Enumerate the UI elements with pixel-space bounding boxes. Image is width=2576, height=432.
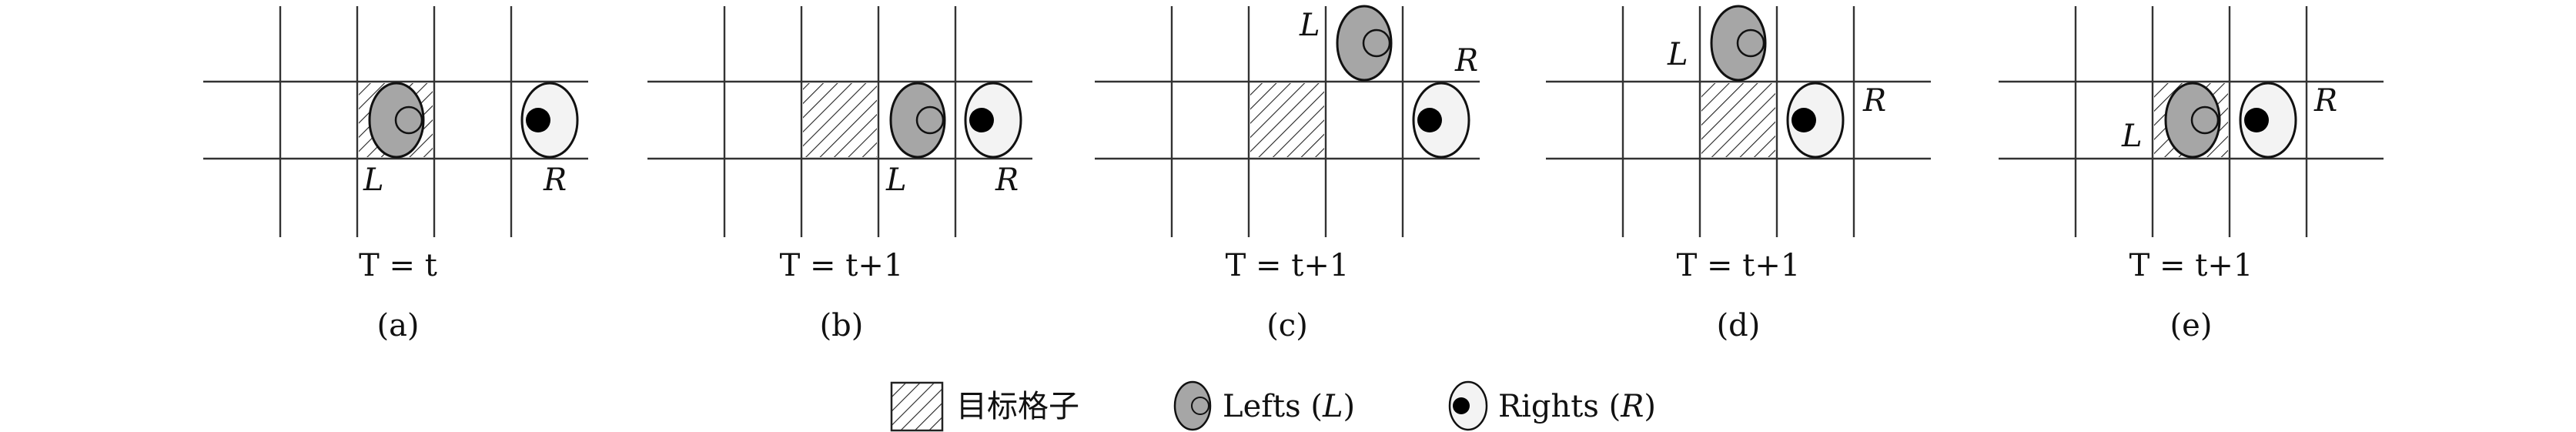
left-particle bbox=[368, 82, 425, 159]
left-label: L bbox=[363, 162, 384, 198]
right-label: R bbox=[995, 162, 1019, 198]
right-label: R bbox=[1862, 83, 1886, 119]
panel-a: L R T = t (a) bbox=[203, 6, 588, 343]
right-label: R bbox=[1454, 43, 1478, 79]
legend-rights-suffix: ) bbox=[1644, 389, 1656, 424]
hatched-square-icon bbox=[890, 381, 944, 432]
panel-d: L R T = t+1 (d) bbox=[1546, 5, 1931, 343]
grid bbox=[1546, 6, 1931, 237]
panel-caption: (e) bbox=[2170, 308, 2213, 343]
time-label: T = t bbox=[359, 248, 437, 283]
legend-lefts-label: Lefts (L) bbox=[1223, 389, 1355, 424]
right-label: R bbox=[543, 162, 567, 198]
target-cell bbox=[803, 83, 877, 157]
left-label: L bbox=[885, 162, 907, 198]
grid bbox=[647, 6, 1032, 237]
legend-rights-label: Rights (R) bbox=[1498, 389, 1656, 424]
legend-target-label: 目标格子 bbox=[956, 389, 1079, 424]
panel-caption: (b) bbox=[820, 308, 864, 343]
legend-rights-symbol: R bbox=[1620, 389, 1644, 424]
panel-caption: (d) bbox=[1717, 308, 1761, 343]
right-particle bbox=[964, 82, 1022, 159]
left-particle bbox=[2164, 82, 2221, 159]
legend-rights-prefix: Rights ( bbox=[1498, 389, 1621, 424]
panel-caption: (a) bbox=[376, 308, 419, 343]
left-particle bbox=[1336, 5, 1393, 82]
right-particle bbox=[2239, 82, 2297, 159]
right-particle bbox=[1412, 82, 1470, 159]
time-label: T = t+1 bbox=[2129, 248, 2253, 283]
right-label: R bbox=[2313, 83, 2337, 119]
legend-rights: Rights (R) bbox=[1448, 380, 1656, 431]
left-particle bbox=[1710, 5, 1767, 82]
panel-caption: (c) bbox=[1266, 308, 1308, 343]
time-label: T = t+1 bbox=[1226, 248, 1350, 283]
panel-b: L R T = t+1 (b) bbox=[647, 6, 1032, 343]
right-particle bbox=[520, 82, 579, 159]
legend-lefts: Lefts (L) bbox=[1173, 380, 1355, 431]
time-label: T = t+1 bbox=[780, 248, 904, 283]
legend-lefts-symbol: L bbox=[1322, 389, 1343, 424]
left-label: L bbox=[1667, 37, 1688, 72]
right-particle bbox=[1786, 82, 1845, 159]
grid bbox=[1095, 6, 1480, 237]
left-particle-icon bbox=[1173, 380, 1212, 431]
legend-lefts-prefix: Lefts ( bbox=[1223, 389, 1323, 424]
panel-e: L R T = t+1 (e) bbox=[1999, 6, 2384, 343]
time-label: T = t+1 bbox=[1677, 248, 1801, 283]
left-label: L bbox=[2121, 119, 2143, 154]
panel-c: L R T = t+1 (c) bbox=[1095, 5, 1480, 343]
left-label: L bbox=[1299, 8, 1320, 43]
grid bbox=[1999, 6, 2384, 237]
legend-target-cell: 目标格子 bbox=[890, 381, 1079, 432]
grid bbox=[203, 6, 588, 237]
right-particle-icon bbox=[1448, 380, 1488, 431]
target-cell bbox=[1250, 83, 1324, 157]
legend: 目标格子 Lefts (L) Rights (R) bbox=[890, 380, 1656, 432]
left-particle bbox=[889, 82, 946, 159]
legend-lefts-suffix: ) bbox=[1343, 389, 1356, 424]
target-cell bbox=[1701, 83, 1775, 157]
